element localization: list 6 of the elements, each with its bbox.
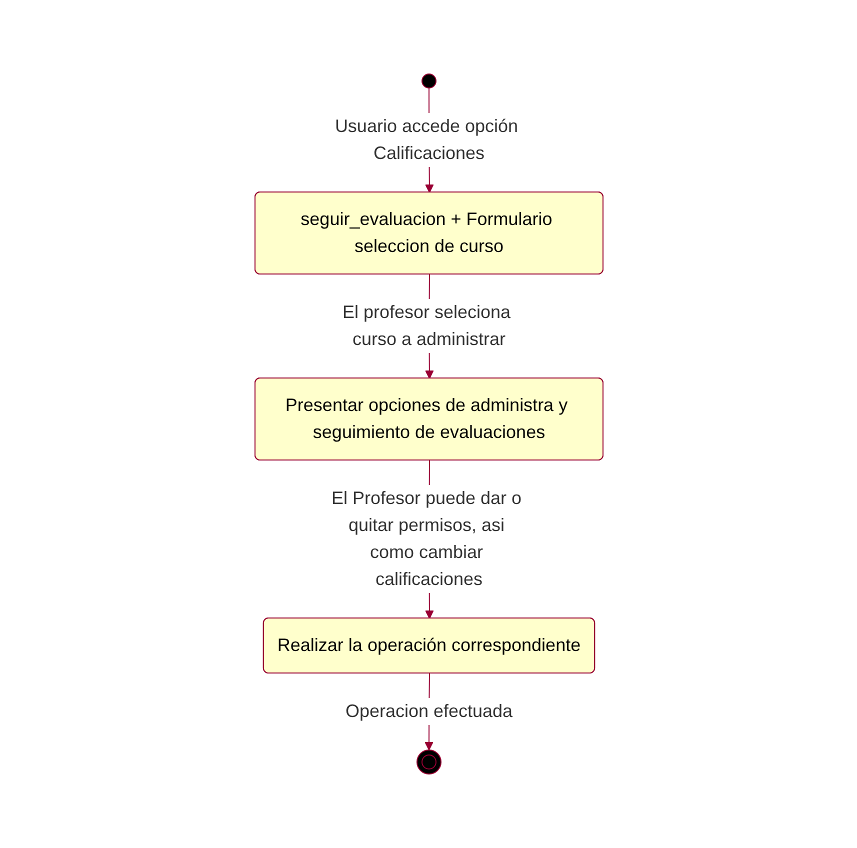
- edge-label: El Profesor puede dar o quitar permisos, asi como cambiar calificaciones: [330, 488, 522, 589]
- node-circle: [421, 74, 436, 88]
- edge-label: El profesor seleciona curso a administrar: [342, 302, 510, 349]
- edge-label: Operacion efectuada: [344, 701, 512, 721]
- node-bullseye: [416, 750, 441, 774]
- edge-label: Usuario accede opción Calificaciones: [334, 116, 518, 163]
